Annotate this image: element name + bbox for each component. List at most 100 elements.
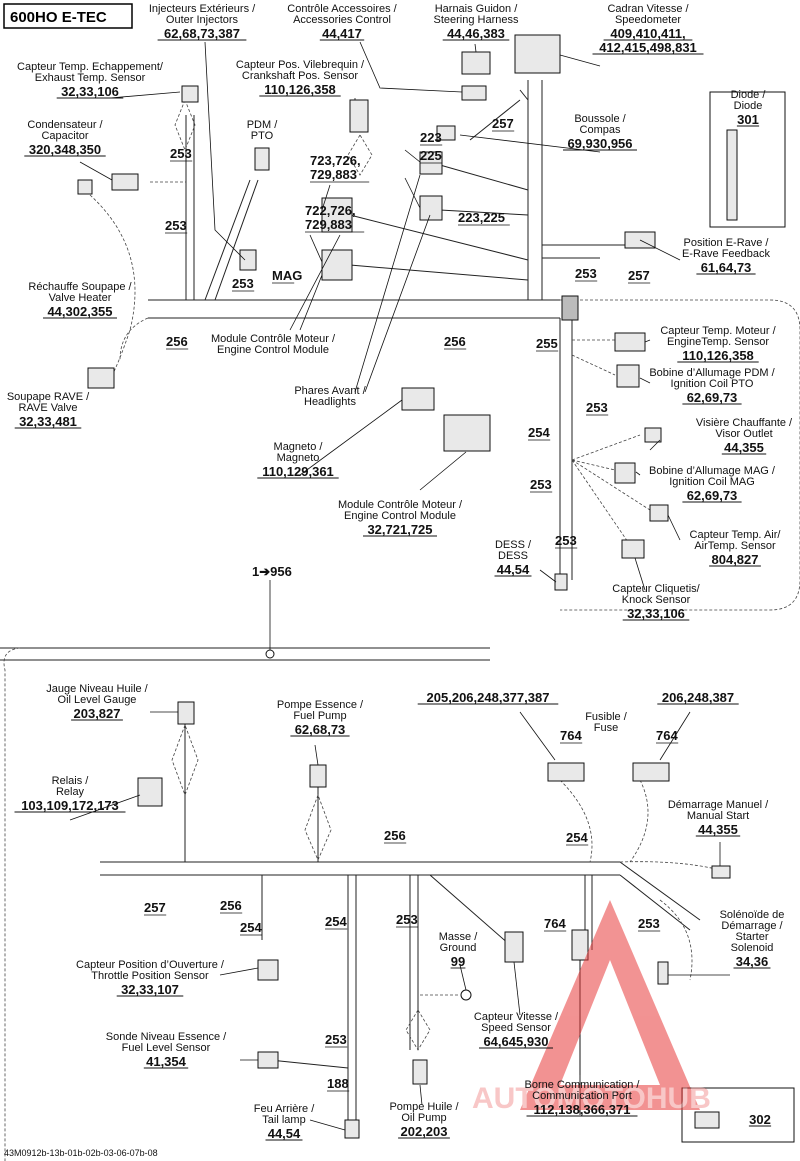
component-refs-knock: 32,33,106	[627, 606, 685, 621]
component-refs-tail: 44,54	[268, 1126, 301, 1141]
component-label-eng_temp: Capteur Temp. Moteur /EngineTemp. Sensor	[660, 325, 776, 348]
knock-sensor-icon	[621, 539, 645, 559]
harness-top	[89, 80, 800, 611]
component-label-exh: Capteur Temp. Echappement/Exhaust Temp. …	[17, 61, 164, 84]
pdm-connector-icon	[254, 147, 270, 171]
harness-tag-t764b: 764	[656, 728, 678, 743]
ecm-connector-b-icon	[321, 249, 353, 281]
diagram-title: 600HO E-TEC	[10, 9, 107, 26]
component-refs-rave: 32,33,481	[19, 414, 77, 429]
component-refs-fuse_r: 206,248,387	[662, 690, 734, 705]
component-label-tps: Capteur Position d’Ouverture /Throttle P…	[76, 959, 225, 982]
comm-port-icon	[571, 929, 589, 961]
component-label-valve_heat: Réchauffe Soupape /Valve Heater	[28, 281, 132, 304]
box-302-connector-icon	[694, 1111, 720, 1129]
harness-tag-t253c: 253	[232, 276, 254, 291]
harness-tag-t254b: 254	[566, 830, 588, 845]
harness-tag-t253h: 253	[396, 912, 418, 927]
harness-tag-t257c: 257	[144, 900, 166, 915]
harness-tag-t256c: 256	[384, 828, 406, 843]
component-refs-fuse_l: 205,206,248,377,387	[427, 690, 550, 705]
component-label-diode: Diode /Diode	[731, 89, 767, 112]
harness-tag-t188: 188	[327, 1076, 349, 1091]
coil-pto-icon	[616, 364, 640, 388]
harness-tag-t253g: 253	[555, 533, 577, 548]
exhaust-sensor-icon	[181, 85, 199, 103]
harness-tag-t723: 723,726,729,883	[310, 153, 361, 182]
component-refs-speed_sensor: 64,645,930	[483, 1034, 548, 1049]
fuel-pump-icon	[309, 764, 327, 788]
harness-junction	[561, 295, 579, 321]
component-refs-exh: 32,33,106	[61, 84, 119, 99]
coil-mag-icon	[614, 462, 636, 484]
component-refs-crank: 110,126,358	[264, 82, 336, 97]
crank-sensor-icon	[349, 99, 369, 133]
component-label-speed_sensor: Capteur Vitesse /Speed Sensor	[474, 1011, 559, 1034]
accessories-connector-icon	[461, 85, 487, 101]
air-temp-sensor-icon	[649, 504, 669, 522]
component-refs-ecm2: 32,721,725	[367, 522, 432, 537]
visor-outlet-icon	[644, 427, 662, 443]
steering-connector-icon	[461, 51, 491, 75]
component-label-fuel_level: Sonde Niveau Essence /Fuel Level Sensor	[106, 1031, 227, 1054]
component-refs-dess: 44,54	[497, 562, 530, 577]
component-label-oil_pump: Pompe Huile /Oil Pump	[389, 1101, 459, 1124]
harness-tag-t256d: 256	[220, 898, 242, 913]
starter-solenoid-icon	[657, 961, 669, 985]
component-refs-eng_temp: 110,126,358	[682, 348, 754, 363]
harness-tag-t722: 722,726,729,883	[305, 203, 356, 232]
title-box	[3, 3, 133, 29]
component-refs-oil_pump: 202,203	[401, 1124, 448, 1139]
component-labels: Injecteurs Extérieurs /Outer Injectors62…	[7, 3, 793, 1141]
component-label-ecm2: Module Contrôle Moteur /Engine Control M…	[338, 499, 463, 522]
component-refs-fuel_level: 41,354	[146, 1054, 187, 1069]
harness-tags: 253253253257223225723,726,729,883722,726…	[144, 116, 678, 1092]
harness-tag-t253d: 253	[575, 266, 597, 281]
component-label-manual: Démarrage Manuel /Manual Start	[668, 799, 769, 822]
component-label-ground: Masse /Ground	[439, 931, 478, 954]
component-refs-inj: 62,68,73,387	[164, 26, 240, 41]
valve-heater-icon	[77, 179, 93, 195]
component-refs-box302: 302	[749, 1112, 771, 1127]
oil-pump-icon	[412, 1059, 428, 1085]
component-label-knock: Capteur Cliquetis/Knock Sensor	[612, 583, 700, 606]
component-label-compass: Boussole /Compas	[574, 113, 626, 136]
harness-tag-t223: 223	[420, 130, 442, 145]
component-label-rave_fb: Position E-Rave /E-Rave Feedback	[682, 237, 771, 260]
mag-connector-icon	[239, 249, 257, 271]
component-refs-cap: 320,348,350	[29, 142, 101, 157]
ecm-connector-a-icon	[321, 197, 353, 233]
manual-start-icon	[711, 865, 731, 879]
harness-bottom	[100, 98, 721, 1120]
magneto-connector-icon	[401, 387, 435, 411]
footer-code: 43M0912b-13b-01b-02b-03-06-07b-08	[4, 1148, 158, 1158]
dess-connector-icon	[554, 573, 568, 591]
leader-lines	[69, 41, 730, 1131]
component-refs-starter: 34,36	[736, 954, 769, 969]
harness-tag-t253e: 253	[586, 400, 608, 415]
diode-frame	[709, 91, 786, 228]
component-label-dess: DESS /DESS	[495, 539, 532, 562]
harness-tag-t256a: 256	[166, 334, 188, 349]
harness-tag-t257b: 257	[628, 268, 650, 283]
fuel-level-icon	[257, 1051, 279, 1069]
component-label-inj: Injecteurs Extérieurs /Outer Injectors	[149, 3, 256, 26]
harness-tag-t764a: 764	[560, 728, 582, 743]
ecm-module-icon	[443, 414, 491, 452]
component-refs-manual: 44,355	[698, 822, 738, 837]
component-refs-steer: 44,46,383	[447, 26, 505, 41]
fuse-right-icon	[632, 762, 670, 782]
box-302-frame	[681, 1087, 795, 1143]
harness-tag-t253f: 253	[530, 477, 552, 492]
component-label-coil_pto: Bobine d’Allumage PDM /Ignition Coil PTO	[649, 367, 775, 390]
diode-icon	[726, 129, 738, 221]
component-refs-ground: 99	[451, 954, 465, 969]
component-refs-comm: 112,138,366,371	[534, 1102, 631, 1117]
harness-tag-t253b: 253	[165, 218, 187, 233]
component-refs-compass: 69,930,956	[567, 136, 632, 151]
component-label-crank: Capteur Pos. Vilebrequin /Crankshaft Pos…	[236, 59, 365, 82]
compass-connector-icon	[436, 125, 456, 141]
component-label-steer: Harnais Guidon /Steering Harness	[434, 3, 519, 26]
component-label-headlights: Phares Avant /Headlights	[294, 385, 366, 408]
